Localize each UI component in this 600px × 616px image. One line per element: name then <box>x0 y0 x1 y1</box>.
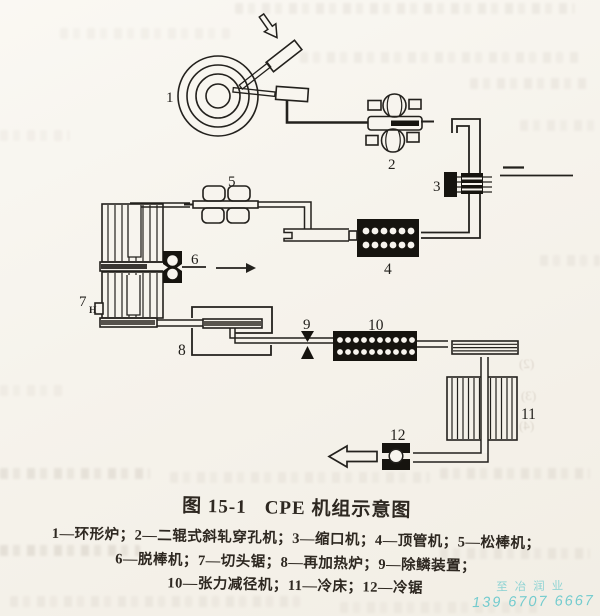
cutting-saw <box>94 302 104 315</box>
roller-table <box>451 340 519 355</box>
label-bar-extractor: 6 <box>191 252 199 268</box>
transfer-line-furnace-to-piercer <box>285 100 368 124</box>
label-ring-furnace: 1 <box>166 90 174 106</box>
label-descaler: 9 <box>303 317 311 333</box>
figure-number: 图 15-1 <box>181 495 247 518</box>
label-cutting-saw: 7 <box>79 294 87 310</box>
label-cold-saw: 12 <box>390 427 406 444</box>
pipe-transfer-line <box>421 118 481 239</box>
stretch-reducing-mill: 10 <box>333 317 448 361</box>
cold-saw: 12 <box>382 427 410 470</box>
discharge-chute <box>232 86 276 98</box>
bar-extractor: 6 <box>163 251 256 283</box>
seller-watermark: 至冶润业 139 6707 6667 <box>472 577 595 611</box>
transfer-line-furnace-to-reducer <box>157 319 333 344</box>
output-arrow-icon <box>327 444 378 469</box>
transfer-line-coolingbed-to-saw <box>413 357 489 463</box>
label-cooling-bed: 11 <box>521 406 536 423</box>
descaler: 9 <box>301 317 314 359</box>
mandrel <box>391 120 419 126</box>
label-push-bench: 4 <box>384 261 392 278</box>
label-stretch-reducing-mill: 10 <box>368 317 384 334</box>
pass-line-housing <box>367 115 423 131</box>
watermark-company: 至冶润业 <box>496 580 571 594</box>
cooling-bed: 11 <box>446 376 536 441</box>
push-bench: 4 <box>348 219 419 278</box>
discharge-bar <box>99 317 158 328</box>
figure-title-line: 图 15-1 CPE 机组示意图 <box>9 487 585 526</box>
roll-shaft <box>408 98 422 110</box>
lower-roll <box>380 128 406 153</box>
flow-arrow-icon <box>216 263 256 273</box>
roll-shaft <box>406 131 420 143</box>
label-necking-machine: 3 <box>433 179 441 195</box>
direction-marks <box>500 166 573 177</box>
charge-arrow-icon <box>258 12 278 39</box>
lower-roll <box>226 207 250 224</box>
lower-roll <box>201 207 225 224</box>
piercing-mill: 2 <box>365 93 434 173</box>
ring-furnace: 1 <box>166 39 310 137</box>
discharged-billet <box>274 85 310 103</box>
necking-machine: 3 <box>433 172 492 197</box>
roll-shaft <box>365 134 379 146</box>
upper-roll <box>202 185 226 202</box>
cpe-mill-flow-diagram: 1 2 <box>79 12 573 470</box>
upper-roll <box>382 93 407 118</box>
roll-shaft <box>367 99 382 111</box>
label-piercing-mill: 2 <box>388 157 396 173</box>
pass-bar <box>192 200 259 209</box>
coupling <box>348 230 358 241</box>
label-cutting-saw-sub: H <box>89 306 97 316</box>
reheating-furnace: 8 <box>178 306 273 359</box>
transfer-rack: 7 H <box>79 202 190 328</box>
bar-loosener: 5 <box>184 174 259 224</box>
figure-title: CPE 机组示意图 <box>264 497 412 522</box>
label-bar-loosener: 5 <box>228 174 236 190</box>
label-reheating-furnace: 8 <box>178 342 186 359</box>
transfer-line-loosener-to-pushbench <box>258 201 312 229</box>
charge-chute <box>238 62 272 90</box>
watermark-phone: 139 6707 6667 <box>472 592 596 612</box>
mandrel-bar <box>283 228 349 242</box>
